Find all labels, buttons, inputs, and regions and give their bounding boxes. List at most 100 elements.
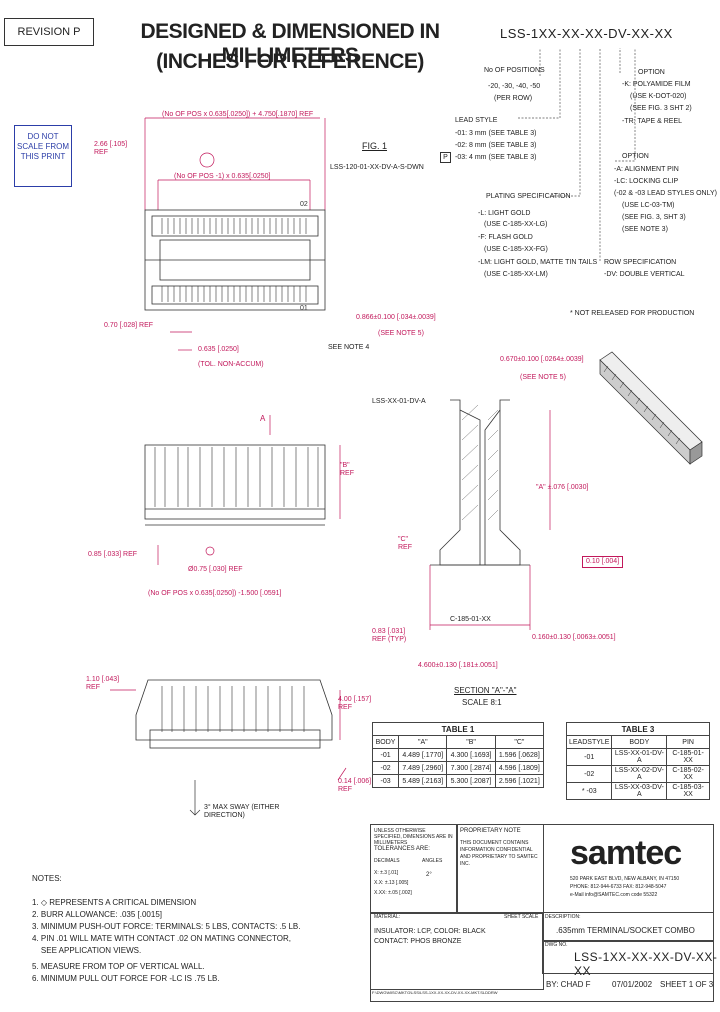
dwg-label: DWG NO. <box>545 942 568 948</box>
table3-cell: * -03 <box>565 782 613 800</box>
note-item: 3. MINIMUM PUSH-OUT FORCE: TERMINALS: 5 … <box>32 922 301 931</box>
svg-text:02: 02 <box>300 201 308 208</box>
tolerance-box <box>370 824 458 914</box>
callout-no-positions: No OF POSITIONS <box>484 67 545 74</box>
callout-opt2a: -A: ALIGNMENT PIN <box>614 166 679 173</box>
callout-opt2f: (SEE NOTE 3) <box>622 226 668 233</box>
dim-b-ref: "B" REF <box>340 462 354 477</box>
top-view-drawing: 02 01 <box>144 117 326 351</box>
table3-cell: C-185-03-XX <box>666 782 710 800</box>
dwg-box <box>542 940 714 974</box>
table-3: TABLE 3 LEADSTYLE BODY PIN -01 LSS-XX-01… <box>565 722 710 800</box>
callout-opt2e: (SEE FIG. 3, SHT 3) <box>622 214 686 221</box>
table-row: -03 5.489 [.2163] 5.300 [.2087] 2.596 [.… <box>371 774 545 788</box>
callout-lead-style: LEAD STYLE <box>455 117 498 124</box>
section-label: SECTION "A"-"A" <box>454 686 517 695</box>
tol-3: X.XX: ±.05 [.002] <box>374 890 412 896</box>
address: 520 PARK EAST BLVD, NEW ALBANY, IN 47150 <box>570 876 680 882</box>
p-flag: P <box>440 152 451 163</box>
note-item: 5. MEASURE FROM TOP OF VERTICAL WALL. <box>32 962 205 971</box>
dim-length-ref: (No OF POS x 0.635[.0250]) + 4.750[.1870… <box>162 111 314 118</box>
samtec-logo: samtec <box>570 834 682 872</box>
tolerances-label: TOLERANCES ARE: <box>374 846 430 852</box>
callout-opt2d: (USE LC-03-TM) <box>622 202 675 209</box>
material-2: CONTACT: PHOS BRONZE <box>374 938 462 945</box>
angles-label: ANGLES <box>422 858 443 864</box>
table-row: -02 LSS-XX-02-DV-A C-185-02-XX <box>565 765 710 783</box>
table1-cell: 5.489 [.2163] <box>398 774 448 788</box>
note-item: SEE APPLICATION VIEWS. <box>32 946 142 955</box>
table1-cell: 7.489 [.2960] <box>398 761 448 775</box>
dim-a: "A" ±.076 [.0030] <box>536 484 589 491</box>
callout-pl3b: (USE C-185-XX-LM) <box>484 271 548 278</box>
table3-caption: TABLE 3 <box>566 722 710 736</box>
table3-cell: LSS-XX-03-DV-A <box>611 782 668 800</box>
fig1-sub: LSS-120-01-XX-DV-A-S-DWN <box>330 164 424 171</box>
callout-pl2b: (USE C-185-XX-FG) <box>484 246 548 253</box>
dim-110: 1.10 [.043] REF <box>86 676 120 691</box>
callout-ls1: -01: 3 mm (SEE TABLE 3) <box>455 130 537 137</box>
table3-header: LEADSTYLE <box>565 735 613 749</box>
dim-c-ref: "C" REF <box>398 536 412 551</box>
callout-ls3: -03: 4 mm (SEE TABLE 3) <box>455 154 537 161</box>
decimals-label: DECIMALS <box>374 858 400 864</box>
drawing-date: 07/01/2002 <box>612 980 653 989</box>
material-1: INSULATOR: LCP, COLOR: BLACK <box>374 928 486 935</box>
table1-header: "B" <box>446 735 496 749</box>
dwg-number: LSS-1XX-XX-XX-DV-XX-XX <box>574 950 718 978</box>
table1-header: "C" <box>494 735 545 749</box>
dim-400: 4.00 [.157] REF <box>338 696 372 711</box>
section-scale: SCALE 8:1 <box>462 698 502 707</box>
title-line-2: (INCHES FOR REFERENCE) <box>156 50 424 73</box>
callout-opt1b: (USE K-DOT-020) <box>630 93 687 100</box>
table3-cell: C-185-02-XX <box>666 765 710 783</box>
material-box <box>370 912 544 990</box>
callout-pl1b: (USE C-185-XX-LG) <box>484 221 548 228</box>
svg-text:A: A <box>260 414 266 423</box>
table1-cell: -03 <box>371 774 400 788</box>
dim-014: 0.14 [.006] REF <box>338 778 372 793</box>
note-item: 2. BURR ALLOWANCE: .035 [.0015] <box>32 910 162 919</box>
callout-pl1: -L: LIGHT GOLD <box>478 210 531 217</box>
dim-bottom-length: (No OF POS x 0.635[.0250]) -1.500 [.0591… <box>148 590 282 597</box>
table-row: -01 LSS-XX-01-DV-A C-185-01-XX <box>565 748 710 766</box>
see-note-4: SEE NOTE 4 <box>328 344 370 351</box>
dim-0160: 0.160±0.130 [.0063±.0051] <box>532 634 616 641</box>
callout-row-val: -DV: DOUBLE VERTICAL <box>604 271 685 278</box>
svg-text:01: 01 <box>300 305 308 312</box>
callout-pl2: -F: FLASH GOLD <box>478 234 533 241</box>
callout-plating: PLATING SPECIFICATION <box>486 193 571 200</box>
table-row: -02 7.489 [.2960] 7.300 [.2874] 4.596 [.… <box>371 761 545 775</box>
table3-header: PIN <box>666 735 710 749</box>
description-value: .635mm TERMINAL/SOCKET COMBO <box>556 926 695 935</box>
callout-opt2c: (-02 & -03 LEAD STYLES ONLY) <box>614 190 717 197</box>
do-not-scale-box: DO NOT SCALE FROM THIS PRINT <box>14 125 72 187</box>
callout-leaders <box>518 48 636 261</box>
table1-header: "A" <box>398 735 448 749</box>
callout-positions-values: -20, -30, -40, -50 <box>488 83 541 90</box>
not-released-note: * NOT RELEASED FOR PRODUCTION <box>570 310 695 317</box>
flatness-box: 0.10 [.004] <box>582 556 624 568</box>
dim-0670: 0.670±0.100 [.0264±.0039] <box>500 356 584 363</box>
description-label: DESCRIPTION: <box>545 914 581 920</box>
title-line-1: DESIGNED & DIMENSIONED IN MILLIMETERS <box>140 20 440 67</box>
table1-cell: 2.596 [.1021] <box>494 774 545 788</box>
callout-opt1a: -K: POLYAMIDE FILM <box>622 81 691 88</box>
sheet-scale-label: SHEET SCALE <box>504 914 539 920</box>
tolerance-head: UNLESS OTHERWISE SPECIFIED, DIMENSIONS A… <box>374 828 453 846</box>
side-view-drawing <box>110 679 347 780</box>
table3-cell: -02 <box>565 765 613 783</box>
callout-ls2: -02: 8 mm (SEE TABLE 3) <box>455 142 537 149</box>
callout-row-spec: ROW SPECIFICATION <box>604 259 677 266</box>
table3-cell: LSS-XX-02-DV-A <box>611 765 668 783</box>
callout-opt1d: -TR: TAPE & REEL <box>622 118 683 125</box>
proprietary-heading: PROPRIETARY NOTE <box>460 828 521 834</box>
dim-sway: 3° MAX SWAY (EITHER DIRECTION) <box>204 804 280 819</box>
dim-266: 2.66 [.105] REF <box>94 141 128 156</box>
isometric-view <box>599 351 703 465</box>
table1-cell: 4.489 [.1770] <box>398 748 448 762</box>
table1-cell: 7.300 [.2874] <box>446 761 496 775</box>
callout-option-2: OPTION <box>622 153 649 160</box>
table-row: -01 4.489 [.1770] 4.300 [.1693] 1.596 [.… <box>371 748 545 762</box>
description-box <box>542 912 714 942</box>
